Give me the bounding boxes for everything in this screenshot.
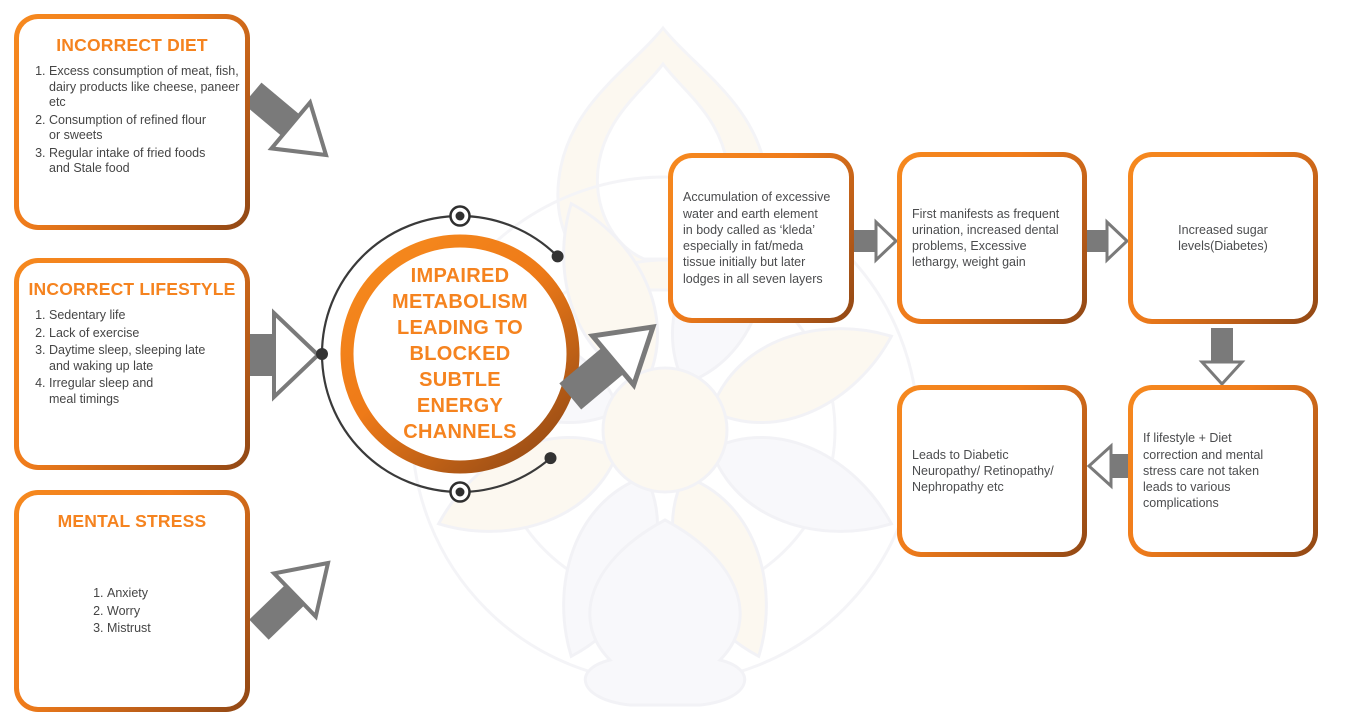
list-item: Consumption of refined flour or sweets: [49, 113, 241, 144]
flow-box-first-manifests: First manifests as frequent urination, i…: [897, 152, 1087, 324]
flow-arrow-manifests-to-sugar: [1083, 218, 1130, 264]
flow-box-increased-sugar-text: Increased sugar levels(Diabetes): [1178, 222, 1268, 253]
central-node-label: IMPAIRED METABOLISM LEADING TO BLOCKED S…: [392, 265, 528, 443]
flow-box-accumulation: Accumulation of excessive water and eart…: [668, 153, 854, 323]
stress-to-circle-arrow: [249, 560, 331, 640]
incorrect-diet-title: INCORRECT DIET: [56, 35, 208, 55]
flow-box-complications-text: If lifestyle + Diet correction and menta…: [1143, 431, 1264, 511]
flow-arrow-accumulation-to-manifests: [852, 218, 899, 264]
incorrect-lifestyle-list: Sedentary life Lack of exercise Daytime …: [19, 308, 241, 407]
incorrect-diet-box: INCORRECT DIET Excess consumption of mea…: [14, 14, 250, 230]
flow-box-increased-sugar: Increased sugar levels(Diabetes): [1128, 152, 1318, 324]
flow-box-neuropathy: Leads to Diabetic Neuropathy/ Retinopath…: [897, 385, 1087, 557]
list-item: Daytime sleep, sleeping late and waking …: [49, 343, 241, 374]
list-item: Irregular sleep and meal timings: [49, 376, 241, 407]
mental-stress-title: MENTAL STRESS: [57, 511, 207, 531]
list-item: Anxiety: [107, 586, 241, 602]
mental-stress-box: MENTAL STRESS Anxiety Worry Mistrust: [14, 490, 250, 712]
circle-to-flow-arrow: [559, 323, 657, 410]
flow-box-first-manifests-text: First manifests as frequent urination, i…: [912, 206, 1060, 270]
diet-to-circle-arrow: [243, 82, 329, 158]
flow-box-complications: If lifestyle + Diet correction and menta…: [1128, 385, 1318, 557]
list-item: Excess consumption of meat, fish, dairy …: [49, 64, 241, 111]
mental-stress-list: Anxiety Worry Mistrust: [19, 586, 241, 637]
list-item: Lack of exercise: [49, 326, 241, 342]
central-node-ring: [340, 234, 580, 474]
list-item: Sedentary life: [49, 308, 241, 324]
flow-arrow-complications-to-neuropathy: [1086, 442, 1129, 490]
list-item: Worry: [107, 604, 241, 620]
flow-box-accumulation-text: Accumulation of excessive water and eart…: [683, 190, 831, 286]
incorrect-diet-list: Excess consumption of meat, fish, dairy …: [19, 64, 241, 177]
bullseye-and-dot-markers: [316, 205, 564, 503]
flow-box-neuropathy-text: Leads to Diabetic Neuropathy/ Retinopath…: [912, 447, 1054, 495]
incorrect-lifestyle-title: INCORRECT LIFESTYLE: [28, 279, 236, 299]
flow-arrow-sugar-to-complications: [1198, 328, 1246, 387]
list-item: Mistrust: [107, 621, 241, 637]
list-item: Regular intake of fried foods and Stale …: [49, 146, 241, 177]
incorrect-lifestyle-box: INCORRECT LIFESTYLE Sedentary life Lack …: [14, 258, 250, 470]
